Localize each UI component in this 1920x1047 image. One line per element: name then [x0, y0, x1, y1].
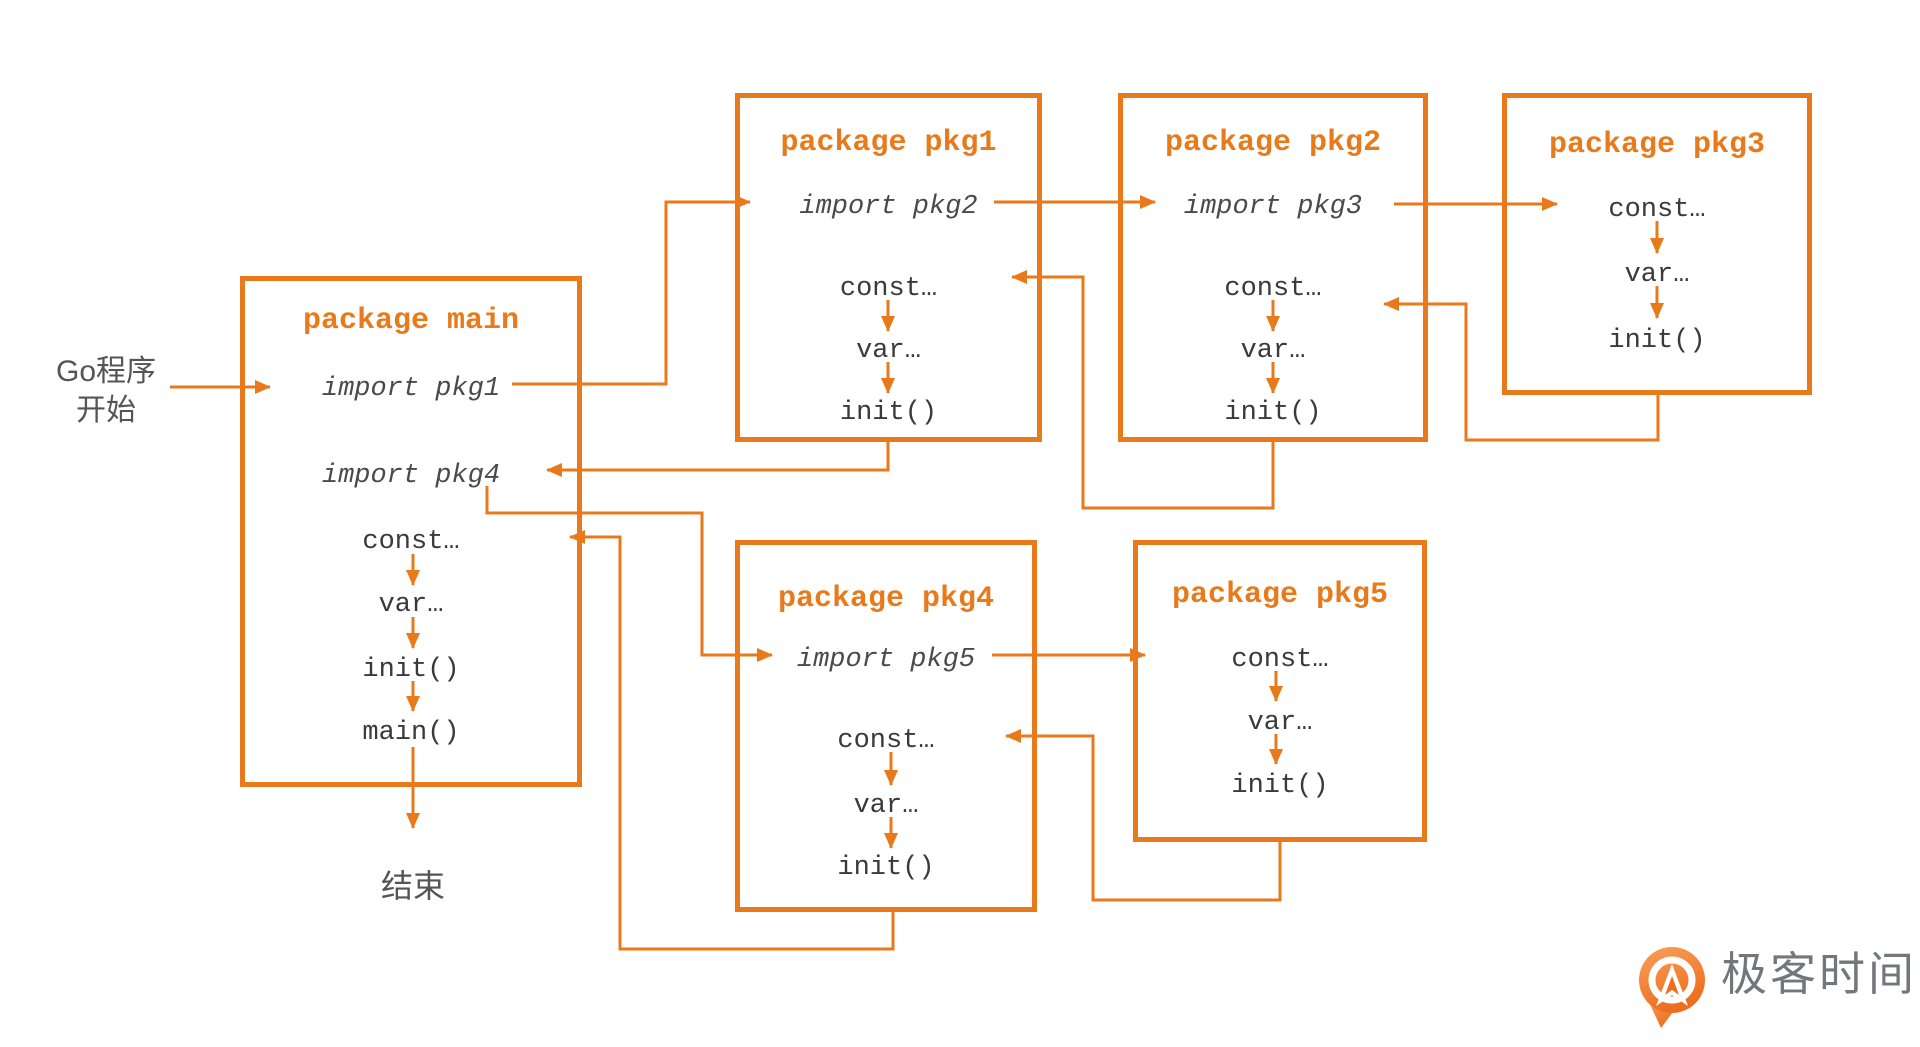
pkg5-item-init: init() [1231, 771, 1329, 801]
wire-pkg1-init-return-to-main-import-pkg4 [546, 442, 890, 477]
pkg1-item-import-pkg2: import pkg2 [799, 192, 978, 222]
wire-main-import-pkg1-to-pkg1 [512, 195, 751, 386]
package-box-pkg1: package pkg1 import pkg2 const… var… ini… [735, 93, 1042, 442]
pkg1-item-var: var… [856, 336, 921, 366]
main-item-init: init() [362, 655, 460, 685]
pkg2-item-init: init() [1224, 398, 1322, 428]
wire-pkg5-init-return-to-pkg4-const [1005, 729, 1282, 902]
pkg4-item-import-pkg5: import pkg5 [796, 645, 976, 675]
start-label-line1: Go程序 [55, 355, 157, 388]
wire-pkg2-init-return-to-pkg1-const [1011, 270, 1275, 510]
package-main-title: package main [302, 304, 520, 338]
start-label-line2: 开始 [76, 394, 136, 427]
package-box-pkg2: package pkg2 import pkg3 const… var… ini… [1118, 93, 1428, 442]
geektime-logo: 极客时间 [1633, 942, 1914, 1030]
pkg4-title: package pkg4 [777, 582, 995, 616]
package-box-main: package main import pkg1 import pkg4 con… [240, 276, 582, 787]
pkg4-item-var: var… [853, 791, 919, 821]
main-item-main: main() [362, 718, 460, 748]
geektime-logo-icon [1639, 947, 1705, 1028]
wire-pkg3-init-return-to-pkg2-const [1383, 297, 1660, 442]
package-box-pkg5: package pkg5 const… var… init() [1133, 540, 1427, 842]
pkg5-item-const: const… [1231, 645, 1329, 675]
pkg5-item-var: var… [1247, 708, 1313, 738]
package-box-pkg4: package pkg4 import pkg5 const… var… ini… [735, 540, 1037, 912]
pkg3-item-var: var… [1624, 260, 1690, 290]
wire-main-import-pkg4-to-pkg4 [485, 486, 773, 662]
pkg2-item-import-pkg3: import pkg3 [1183, 192, 1363, 222]
pkg2-item-var: var… [1240, 336, 1306, 366]
pkg1-item-const: const… [839, 274, 938, 304]
wire-pkg4-init-return-to-main-const [569, 530, 895, 951]
main-item-import-pkg4: import pkg4 [321, 461, 501, 491]
pkg4-item-const: const… [837, 726, 935, 756]
pkg2-title: package pkg2 [1164, 126, 1382, 160]
pkg3-item-init: init() [1608, 326, 1706, 356]
main-item-const: const… [362, 527, 460, 557]
pkg3-title: package pkg3 [1548, 128, 1766, 162]
pkg1-item-init: init() [839, 398, 938, 428]
start-label: Go程序 开始 [36, 352, 176, 430]
pkg4-item-init: init() [837, 853, 935, 883]
geektime-logo-text: 极客时间 [1721, 948, 1917, 1000]
end-label: 结束 [380, 868, 445, 904]
pkg5-title: package pkg5 [1171, 578, 1389, 612]
pkg3-item-const: const… [1608, 195, 1706, 225]
main-item-var: var… [378, 590, 444, 620]
package-box-pkg3: package pkg3 const… var… init() [1502, 93, 1812, 395]
pkg2-item-const: const… [1224, 274, 1322, 304]
pkg1-title: package pkg1 [780, 126, 997, 160]
main-item-import-pkg1: import pkg1 [321, 374, 501, 404]
